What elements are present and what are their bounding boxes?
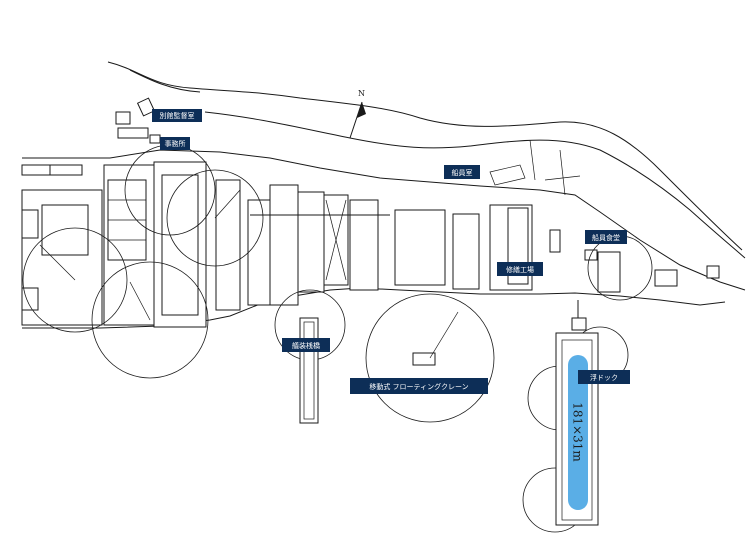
svg-text:修繕工場: 修繕工場	[506, 265, 534, 274]
label-crew-room: 船員室	[444, 165, 480, 179]
building-center-2	[452, 213, 480, 290]
small-building-3	[654, 269, 678, 287]
building-mid-d	[297, 191, 325, 293]
building-left-a	[21, 164, 51, 176]
north-label: N	[358, 89, 365, 98]
small-structure	[149, 134, 161, 144]
building-left-edge-2	[21, 287, 39, 311]
crew-dining-building	[597, 251, 621, 293]
crane-radius	[166, 169, 264, 267]
crane-arm	[39, 244, 76, 281]
small-building-4	[706, 265, 720, 279]
label-crew-dining: 船員食堂	[585, 230, 627, 244]
annex-building	[115, 111, 131, 125]
svg-text:事務所: 事務所	[165, 139, 186, 148]
svg-text:移動式 フローティングクレーン: 移動式 フローティングクレーン	[369, 382, 468, 391]
svg-text:艤装桟橋: 艤装桟橋	[292, 341, 320, 350]
label-outfitting-pier: 艤装桟橋	[282, 338, 330, 352]
outfitting-pier	[299, 317, 319, 424]
building-mid-b	[247, 199, 271, 306]
building-cross	[325, 199, 347, 281]
floating-crane	[412, 352, 436, 366]
building-mid-c	[269, 184, 299, 306]
north-arrow-icon	[349, 101, 363, 139]
floating-dock-vessel	[568, 355, 588, 510]
road-outer	[107, 61, 743, 251]
road-inner	[129, 69, 746, 259]
crane-arm	[429, 311, 459, 359]
dock-dimensions: 181×31m	[571, 402, 585, 462]
building-mid-f	[349, 199, 379, 291]
label-repair-shop: 修繕工場	[497, 262, 543, 276]
building-left-inner	[41, 204, 89, 256]
floating-dock-inner	[561, 339, 593, 521]
crane-arm	[214, 189, 241, 219]
building-left-b	[49, 164, 83, 176]
svg-text:船員食堂: 船員食堂	[592, 233, 620, 242]
label-floating-crane: 移動式 フローティングクレーン	[350, 378, 488, 394]
crew-area-lines	[529, 139, 581, 196]
drydock-2-inner	[161, 174, 199, 316]
svg-text:別館監督室: 別館監督室	[160, 111, 195, 120]
label-office: 事務所	[160, 137, 190, 150]
dock-access	[571, 317, 587, 331]
crew-room-building	[489, 164, 526, 186]
building-mid-a	[215, 179, 241, 311]
crane-arm	[129, 281, 151, 321]
svg-text:浮ドック: 浮ドック	[590, 373, 618, 382]
svg-text:船員室: 船員室	[452, 168, 473, 177]
label-annex-inspector-room: 別館監督室	[152, 109, 202, 122]
floating-crane-radius	[365, 293, 495, 423]
site-boundary	[22, 149, 746, 291]
annex-building-2	[136, 97, 156, 117]
crane-radius	[22, 227, 128, 333]
north-arrow-head-icon	[357, 102, 366, 118]
office-building	[117, 127, 149, 139]
label-floating-dock: 浮ドック	[578, 370, 630, 384]
outfitting-pier-inner	[303, 321, 315, 420]
crane-radius	[91, 261, 209, 379]
small-building	[549, 229, 561, 253]
building-center	[394, 209, 446, 286]
building-left-edge	[21, 209, 39, 239]
